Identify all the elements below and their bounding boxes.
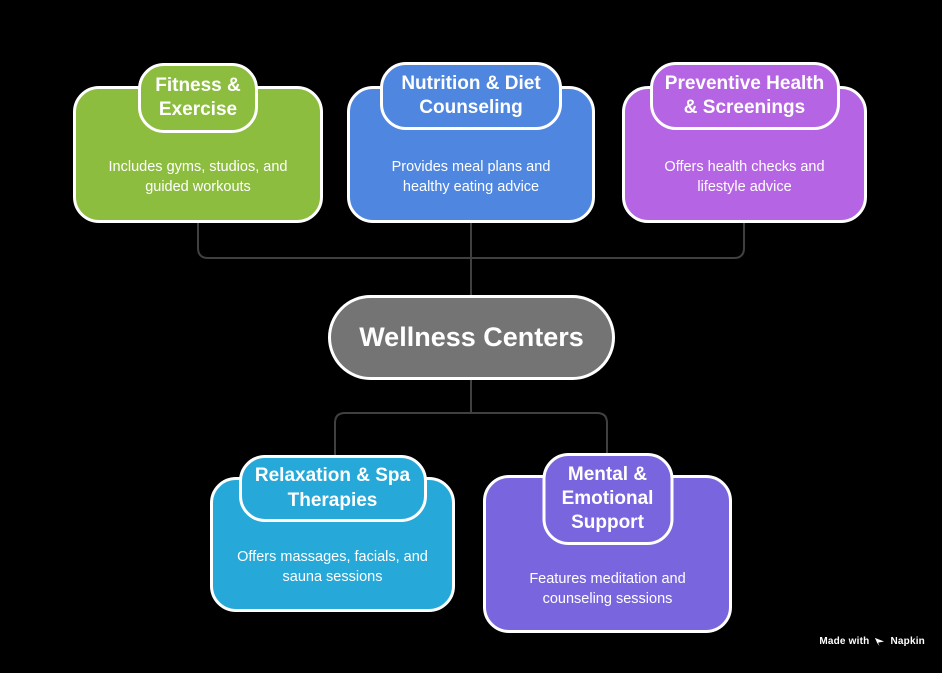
connector-bottom-branch bbox=[334, 412, 608, 455]
node-mental-emotional-support: Mental & Emotional Support Features medi… bbox=[483, 453, 732, 633]
node-fitness-exercise: Fitness & Exercise Includes gyms, studio… bbox=[73, 63, 323, 223]
node-nutrition-diet-counseling: Nutrition & Diet Counseling Provides mea… bbox=[347, 62, 595, 223]
node-preventive-description: Offers health checks and lifestyle advic… bbox=[664, 158, 825, 195]
node-fitness-description: Includes gyms, studios, and guided worko… bbox=[108, 159, 288, 195]
watermark-brand: Napkin bbox=[890, 636, 925, 647]
node-relaxation-title: Relaxation & Spa Therapies bbox=[254, 465, 411, 511]
center-node-title: Wellness Centers bbox=[359, 322, 584, 352]
node-nutrition-description: Provides meal plans and healthy eating a… bbox=[391, 158, 551, 195]
node-preventive-health-screenings: Preventive Health & Screenings Offers he… bbox=[622, 62, 867, 223]
node-nutrition-title: Nutrition & Diet Counseling bbox=[401, 72, 541, 118]
node-mental-title-badge: Mental & Emotional Support bbox=[542, 453, 673, 545]
node-relaxation-description: Offers massages, facials, and sauna sess… bbox=[237, 548, 428, 585]
node-preventive-title: Preventive Health & Screenings bbox=[664, 72, 825, 118]
node-relaxation-title-badge: Relaxation & Spa Therapies bbox=[238, 455, 427, 522]
node-fitness-title-badge: Fitness & Exercise bbox=[138, 63, 258, 133]
node-preventive-title-badge: Preventive Health & Screenings bbox=[649, 62, 840, 130]
node-nutrition-title-badge: Nutrition & Diet Counseling bbox=[380, 62, 562, 130]
node-mental-title: Mental & Emotional Support bbox=[561, 463, 654, 534]
node-relaxation-spa-therapies: Relaxation & Spa Therapies Offers massag… bbox=[210, 455, 455, 612]
napkin-watermark[interactable]: Made with Napkin bbox=[819, 636, 925, 647]
watermark-prefix: Made with bbox=[819, 636, 870, 647]
quill-icon bbox=[875, 637, 885, 647]
center-node-wellness-centers: Wellness Centers bbox=[328, 295, 615, 380]
node-mental-description: Features meditation and counseling sessi… bbox=[529, 571, 686, 607]
node-fitness-title: Fitness & Exercise bbox=[155, 74, 241, 120]
